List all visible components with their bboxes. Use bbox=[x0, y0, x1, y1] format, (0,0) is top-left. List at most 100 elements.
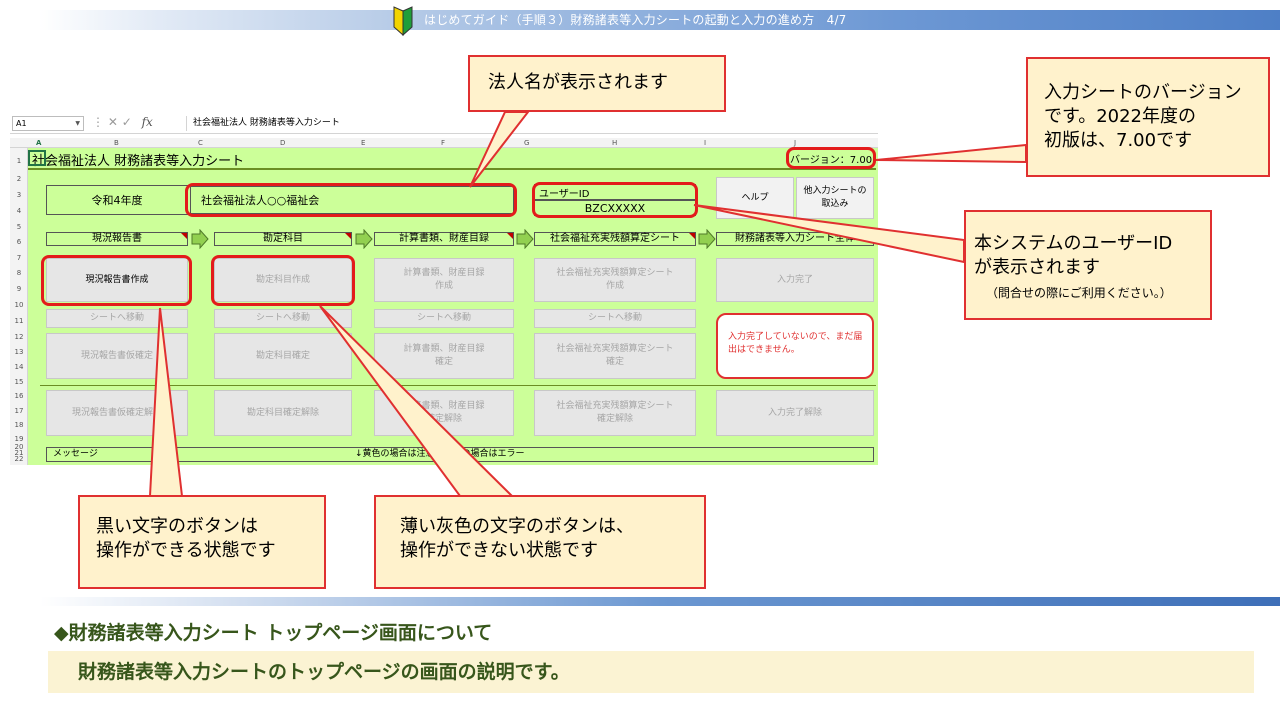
column-header-h[interactable]: H bbox=[612, 139, 618, 147]
arrow-right-icon bbox=[355, 229, 373, 249]
row-header[interactable]: 14 bbox=[14, 363, 24, 371]
title-underline bbox=[28, 168, 876, 170]
row-header[interactable]: 21 bbox=[14, 449, 24, 457]
phase-kanjo: 勘定科目 bbox=[214, 232, 352, 246]
section-divider bbox=[40, 385, 876, 386]
formula-bar bbox=[10, 114, 878, 134]
beginner-mark-icon bbox=[393, 6, 413, 37]
column-header-j[interactable]: J bbox=[794, 139, 797, 147]
phase-keisan: 計算書類、財産目録 bbox=[374, 232, 514, 246]
slide-header-title: はじめてガイド（手順３）財務諸表等入力シートの起動と入力の進め方 4/7 bbox=[424, 13, 847, 27]
create-juujitsu-button[interactable]: 社会福祉充実残額算定シート 作成 bbox=[534, 258, 696, 302]
row-header[interactable]: 3 bbox=[16, 191, 22, 199]
callout-text: 法人名が表示されます bbox=[488, 72, 668, 93]
function-icon[interactable]: fx bbox=[141, 115, 153, 129]
phase-label: 計算書類、財産目録 bbox=[399, 233, 489, 244]
leader-gray-button bbox=[319, 305, 515, 497]
row-header[interactable]: 11 bbox=[14, 317, 24, 325]
comment-marker-icon bbox=[689, 233, 695, 239]
create-kanjo-button[interactable]: 勘定科目作成 bbox=[214, 258, 352, 302]
row-header[interactable]: 4 bbox=[16, 207, 22, 215]
move-genkyo-button[interactable]: シートへ移動 bbox=[46, 309, 188, 328]
row-header[interactable]: 8 bbox=[16, 269, 22, 277]
user-id-label: ユーザーID bbox=[539, 188, 590, 200]
row-header[interactable]: 18 bbox=[14, 421, 24, 429]
callout-text: 黒い文字のボタンは bbox=[96, 516, 258, 537]
phase-label: 財務諸表等入力シート全体 bbox=[735, 233, 855, 244]
callout-corp-name: 法人名が表示されます bbox=[468, 55, 726, 112]
column-header-d[interactable]: D bbox=[280, 139, 286, 147]
move-juujitsu-button[interactable]: シートへ移動 bbox=[534, 309, 696, 328]
callout-text: です。2022年度の bbox=[1044, 106, 1197, 127]
arrow-right-icon bbox=[516, 229, 534, 249]
phase-label: 現況報告書 bbox=[92, 233, 142, 244]
cancel-icon[interactable]: ✕ bbox=[107, 115, 118, 129]
row-header[interactable]: 20 bbox=[14, 443, 24, 451]
unconfirm-juujitsu-button[interactable]: 社会福祉充実残額算定シート 確定解除 bbox=[534, 390, 696, 436]
column-header-e[interactable]: E bbox=[361, 139, 366, 147]
row-header[interactable]: 15 bbox=[14, 378, 24, 386]
sheet-title: 社会福祉法人 財務諸表等入力シート bbox=[32, 154, 245, 169]
callout-text: 本システムのユーザーID bbox=[974, 233, 1173, 254]
row-header[interactable]: 22 bbox=[14, 455, 24, 463]
fiscal-year-cell: 令和4年度 bbox=[46, 185, 188, 215]
corp-name-value: 社会福祉法人○○福祉会 bbox=[201, 194, 320, 207]
formula-input[interactable]: 社会福祉法人 財務諸表等入力シート bbox=[186, 116, 876, 131]
confirm-keisan-button[interactable]: 計算書類、財産目録 確定 bbox=[374, 333, 514, 379]
row-header[interactable]: 19 bbox=[14, 435, 24, 443]
leader-black-button bbox=[148, 307, 184, 497]
phase-label: 社会福祉充実残額算定シート bbox=[550, 233, 680, 244]
confirm-juujitsu-button[interactable]: 社会福祉充実残額算定シート 確定 bbox=[534, 333, 696, 379]
callout-black-button: 黒い文字のボタンは 操作ができる状態です bbox=[78, 495, 326, 589]
column-header-g[interactable]: G bbox=[524, 139, 530, 147]
user-id-value: BZCXXXXX bbox=[584, 201, 646, 215]
check-icon[interactable]: ✓ bbox=[121, 115, 132, 129]
callout-gray-button: 薄い灰色の文字のボタンは、 操作ができない状態です bbox=[374, 495, 706, 589]
input-complete-button[interactable]: 入力完了 bbox=[716, 258, 874, 302]
version-label: バージョン：7.00 bbox=[790, 155, 873, 166]
confirm-kanjo-button[interactable]: 勘定科目確定 bbox=[214, 333, 352, 379]
chevron-down-icon[interactable]: ▼ bbox=[75, 120, 80, 127]
unconfirm-kanjo-button[interactable]: 勘定科目確定解除 bbox=[214, 390, 352, 436]
message-label: メッセージ bbox=[53, 449, 98, 459]
row-header[interactable]: 16 bbox=[14, 392, 24, 400]
column-header-i[interactable]: I bbox=[704, 139, 707, 147]
active-cell-cursor bbox=[28, 150, 46, 166]
highlight-version bbox=[786, 147, 876, 169]
unconfirm-complete-button[interactable]: 入力完了解除 bbox=[716, 390, 874, 436]
create-keisan-button[interactable]: 計算書類、財産目録 作成 bbox=[374, 258, 514, 302]
row-header[interactable]: 10 bbox=[14, 301, 24, 309]
create-genkyo-button[interactable]: 現況報告書作成 bbox=[46, 258, 188, 302]
callout-user-id: 本システムのユーザーID が表示されます （問合せの際にご利用ください。） bbox=[964, 210, 1212, 320]
callout-text: 操作ができる状態です bbox=[96, 540, 276, 561]
row-header[interactable]: 2 bbox=[16, 175, 22, 183]
move-keisan-button[interactable]: シートへ移動 bbox=[374, 309, 514, 328]
column-header-f[interactable]: F bbox=[441, 139, 446, 147]
column-header-a[interactable]: A bbox=[36, 139, 42, 147]
phase-juujitsu: 社会福祉充実残額算定シート bbox=[534, 232, 696, 246]
comment-marker-icon bbox=[181, 233, 187, 239]
callout-text: が表示されます bbox=[974, 257, 1100, 278]
row-header[interactable]: 1 bbox=[16, 157, 22, 165]
import-sheet-button[interactable]: 他入力シートの 取込み bbox=[796, 177, 874, 219]
row-header[interactable]: 9 bbox=[16, 285, 22, 293]
column-header-c[interactable]: C bbox=[198, 139, 203, 147]
leader-version bbox=[875, 143, 1027, 164]
row-header[interactable]: 6 bbox=[16, 238, 22, 246]
phase-genkyo: 現況報告書 bbox=[46, 232, 188, 246]
section-description: 財務諸表等入力シートのトップページの画面の説明です。 bbox=[48, 651, 1254, 693]
callout-version: 入力シートのバージョン です。2022年度の 初版は、7.00です bbox=[1026, 57, 1270, 177]
more-icon: ⋮ bbox=[92, 115, 104, 129]
column-header-b[interactable]: B bbox=[114, 139, 119, 147]
row-header[interactable]: 5 bbox=[16, 223, 22, 231]
move-kanjo-button[interactable]: シートへ移動 bbox=[214, 309, 352, 328]
column-headers: A B C D E F G H I J bbox=[10, 138, 878, 148]
row-header[interactable]: 13 bbox=[14, 348, 24, 356]
callout-text: 薄い灰色の文字のボタンは、 bbox=[400, 516, 634, 537]
row-header[interactable]: 17 bbox=[14, 407, 24, 415]
row-header[interactable]: 12 bbox=[14, 333, 24, 341]
name-box[interactable]: A1 ▼ bbox=[12, 116, 84, 131]
row-header[interactable]: 7 bbox=[16, 254, 22, 262]
phase-label: 勘定科目 bbox=[263, 233, 303, 244]
